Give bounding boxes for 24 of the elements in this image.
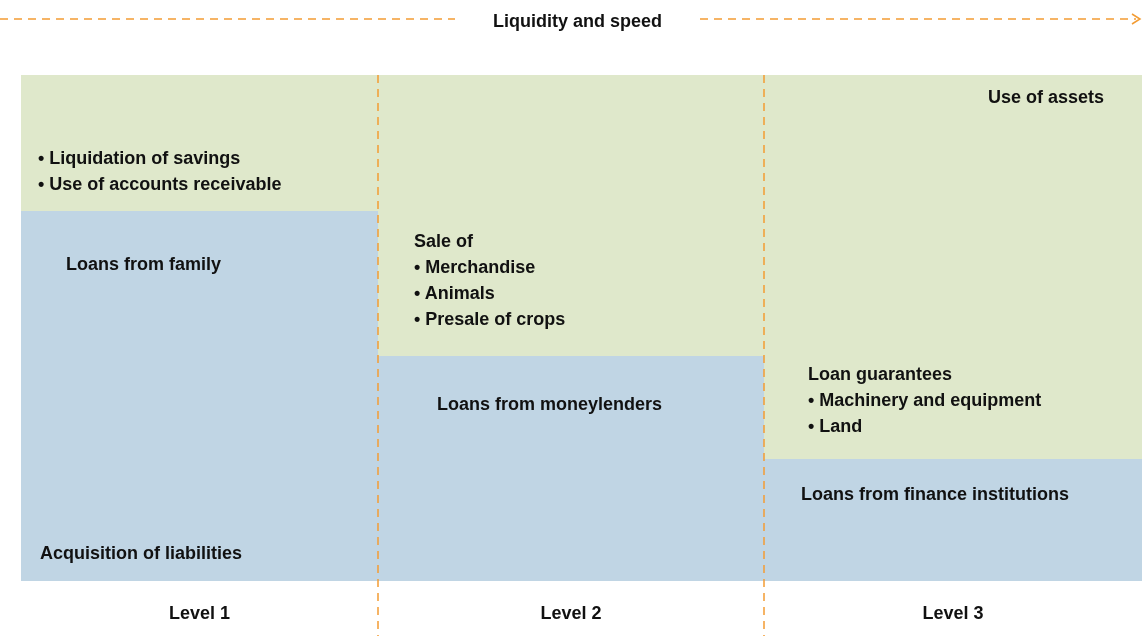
region-text: • Animals (414, 282, 496, 305)
region-text: • Land (808, 415, 864, 438)
region-text: Loans from finance institutions (801, 483, 1070, 506)
region-box (764, 459, 1142, 581)
region-text: Loan guarantees (808, 363, 954, 386)
region-text: • Liquidation of savings (38, 147, 242, 170)
region-box (764, 75, 1142, 459)
category-label: Use of assets (987, 86, 1104, 109)
level-label: Level 3 (921, 602, 985, 625)
region-text: • Merchandise (414, 256, 537, 279)
region-box (378, 75, 764, 356)
region-text: Loans from moneylenders (437, 393, 664, 416)
region-text: Loans from family (66, 253, 223, 276)
region-text: Sale of (414, 230, 475, 253)
region-text: • Presale of crops (414, 308, 567, 331)
region-box (21, 75, 378, 211)
region-box (21, 211, 378, 581)
level-label: Level 2 (539, 602, 603, 625)
level-label: Level 1 (167, 602, 231, 625)
region-text: • Machinery and equipment (808, 389, 1043, 412)
region-box (378, 356, 764, 581)
category-label: Acquisition of liabilities (40, 542, 243, 565)
arrow-label: Liquidity and speed (492, 10, 663, 33)
region-text: • Use of accounts receivable (38, 173, 283, 196)
